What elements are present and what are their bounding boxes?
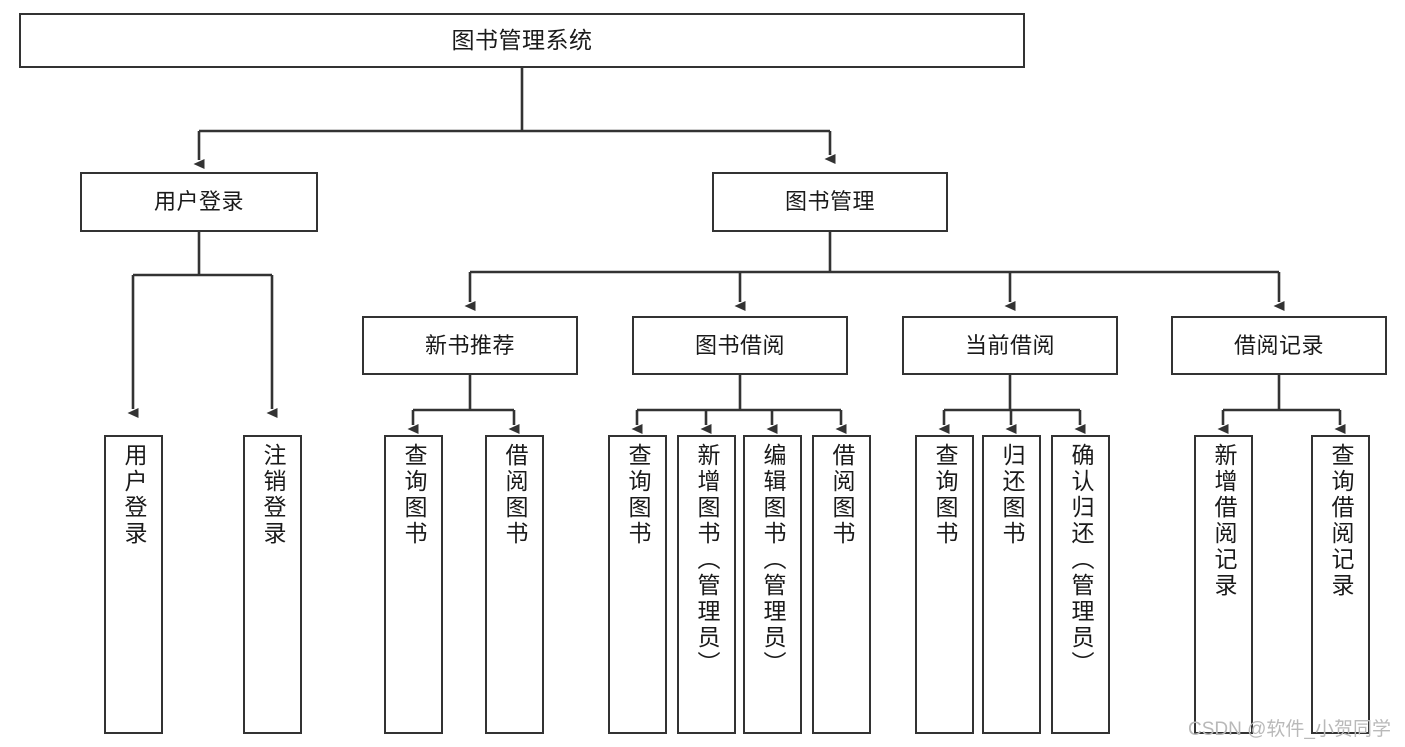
leaf-add-book-label: 新增图书（管理员） — [694, 443, 720, 677]
node-new-book-recommend[interactable]: 新书推荐 — [362, 316, 578, 375]
leaf-borrow-book-1-label: 借阅图书 — [502, 443, 528, 547]
leaf-query-book-3-label: 查询图书 — [932, 443, 958, 547]
leaf-borrow-book-1[interactable]: 借阅图书 — [485, 435, 544, 734]
leaf-confirm-return-label: 确认归还（管理员） — [1068, 443, 1094, 677]
node-user-login-label: 用户登录 — [153, 189, 244, 215]
leaf-confirm-return[interactable]: 确认归还（管理员） — [1051, 435, 1110, 734]
node-root-label: 图书管理系统 — [451, 26, 593, 53]
leaf-query-book-2-label: 查询图书 — [625, 443, 651, 547]
leaf-edit-book-label: 编辑图书（管理员） — [760, 443, 786, 677]
leaf-return-book[interactable]: 归还图书 — [982, 435, 1041, 734]
leaf-borrow-book-2[interactable]: 借阅图书 — [812, 435, 871, 734]
leaf-query-book-3[interactable]: 查询图书 — [915, 435, 974, 734]
leaf-logout-login-label: 注销登录 — [260, 443, 286, 547]
leaf-query-book-1-label: 查询图书 — [401, 443, 427, 547]
leaf-query-record[interactable]: 查询借阅记录 — [1311, 435, 1370, 734]
leaf-add-book[interactable]: 新增图书（管理员） — [677, 435, 736, 734]
leaf-add-record[interactable]: 新增借阅记录 — [1194, 435, 1253, 734]
csdn-watermark: CSDN @软件_小贺同学 — [1188, 719, 1391, 740]
node-borrow-record[interactable]: 借阅记录 — [1171, 316, 1387, 375]
leaf-edit-book[interactable]: 编辑图书（管理员） — [743, 435, 802, 734]
node-book-manage-label: 图书管理 — [784, 189, 875, 215]
leaf-query-book-2[interactable]: 查询图书 — [608, 435, 667, 734]
node-current-borrow-label: 当前借阅 — [964, 332, 1055, 358]
leaf-query-record-label: 查询借阅记录 — [1328, 443, 1354, 599]
node-book-manage[interactable]: 图书管理 — [712, 172, 948, 232]
node-book-borrow-label: 图书借阅 — [694, 332, 785, 358]
node-book-borrow[interactable]: 图书借阅 — [632, 316, 848, 375]
leaf-add-record-label: 新增借阅记录 — [1211, 443, 1237, 599]
node-borrow-record-label: 借阅记录 — [1233, 332, 1324, 358]
leaf-user-login-label: 用户登录 — [121, 443, 147, 547]
node-root[interactable]: 图书管理系统 — [19, 13, 1025, 68]
leaf-logout-login[interactable]: 注销登录 — [243, 435, 302, 734]
node-new-book-recommend-label: 新书推荐 — [424, 332, 515, 358]
leaf-return-book-label: 归还图书 — [999, 443, 1025, 547]
node-current-borrow[interactable]: 当前借阅 — [902, 316, 1118, 375]
leaf-user-login[interactable]: 用户登录 — [104, 435, 163, 734]
node-user-login[interactable]: 用户登录 — [80, 172, 318, 232]
leaf-borrow-book-2-label: 借阅图书 — [829, 443, 855, 547]
leaf-query-book-1[interactable]: 查询图书 — [384, 435, 443, 734]
